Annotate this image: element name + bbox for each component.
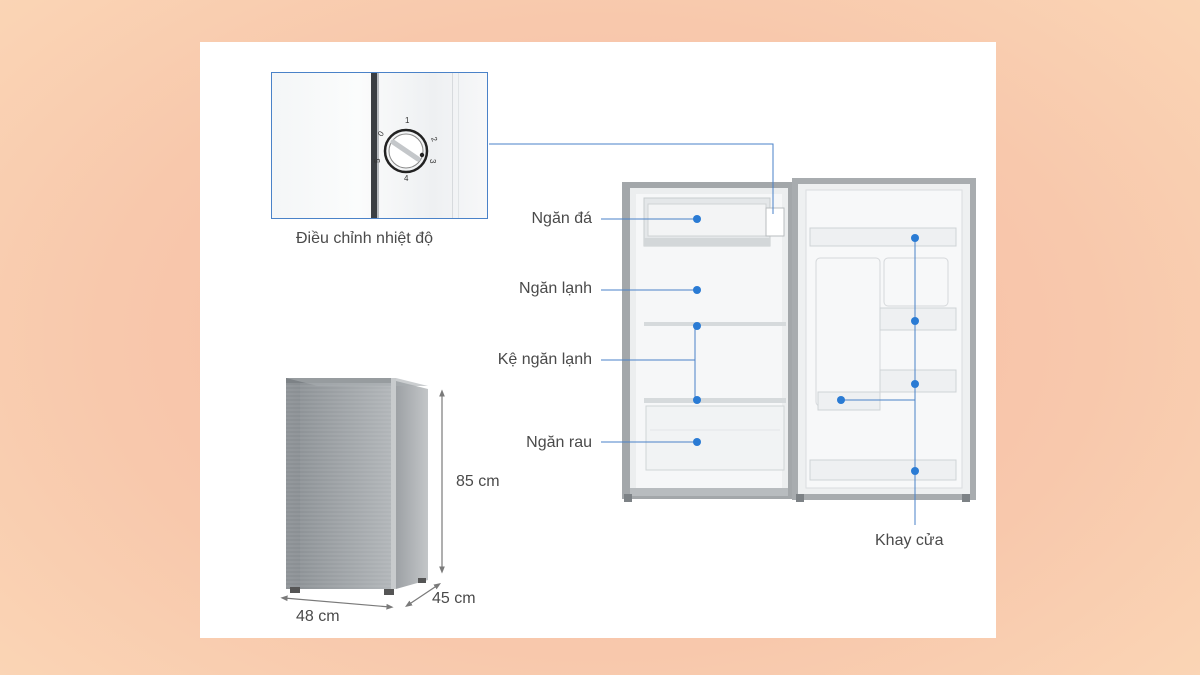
dial-mark-5: 5 bbox=[373, 158, 382, 163]
dot-door-tray-4 bbox=[837, 396, 845, 404]
dimension-height-label: 85 cm bbox=[456, 473, 500, 490]
dot-door-tray-5 bbox=[911, 467, 919, 475]
dot-shelf-upper bbox=[693, 322, 701, 330]
thermostat-dial-illustration: 0 1 2 3 4 5 bbox=[371, 73, 459, 218]
label-freezer: Ngăn đá bbox=[531, 210, 593, 227]
dot-door-tray-3 bbox=[911, 380, 919, 388]
dial-mark-2: 2 bbox=[429, 136, 439, 144]
open-door-illustration bbox=[792, 178, 976, 502]
label-shelf: Kệ ngăn lạnh bbox=[497, 351, 592, 368]
label-thermostat: Điều chỉnh nhiệt độ bbox=[296, 230, 433, 247]
label-fridge: Ngăn lạnh bbox=[519, 280, 592, 297]
label-crisper: Ngăn rau bbox=[526, 434, 592, 451]
label-door-tray: Khay cửa bbox=[875, 532, 944, 549]
dial-mark-0: 0 bbox=[376, 129, 386, 138]
open-fridge-illustration bbox=[622, 182, 794, 502]
depth-dimension-line bbox=[405, 583, 441, 607]
dial-mark-4: 4 bbox=[404, 174, 409, 183]
dial-mark-3: 3 bbox=[428, 159, 437, 164]
dial-mark-1: 1 bbox=[405, 116, 410, 125]
dot-fridge bbox=[693, 286, 701, 294]
dot-door-tray-2 bbox=[911, 317, 919, 325]
dot-freezer bbox=[693, 215, 701, 223]
width-dimension-line bbox=[280, 595, 394, 610]
dial-ring bbox=[383, 128, 429, 174]
closed-fridge-illustration bbox=[286, 378, 428, 595]
dot-crisper bbox=[693, 438, 701, 446]
dot-door-tray-1 bbox=[911, 234, 919, 242]
callout-dots bbox=[693, 215, 919, 475]
dimension-width-label: 48 cm bbox=[296, 608, 340, 625]
dimension-depth-label: 45 cm bbox=[432, 590, 476, 607]
thermostat-zoom-inset: 0 1 2 3 4 5 bbox=[271, 72, 488, 219]
dot-shelf-lower bbox=[693, 396, 701, 404]
